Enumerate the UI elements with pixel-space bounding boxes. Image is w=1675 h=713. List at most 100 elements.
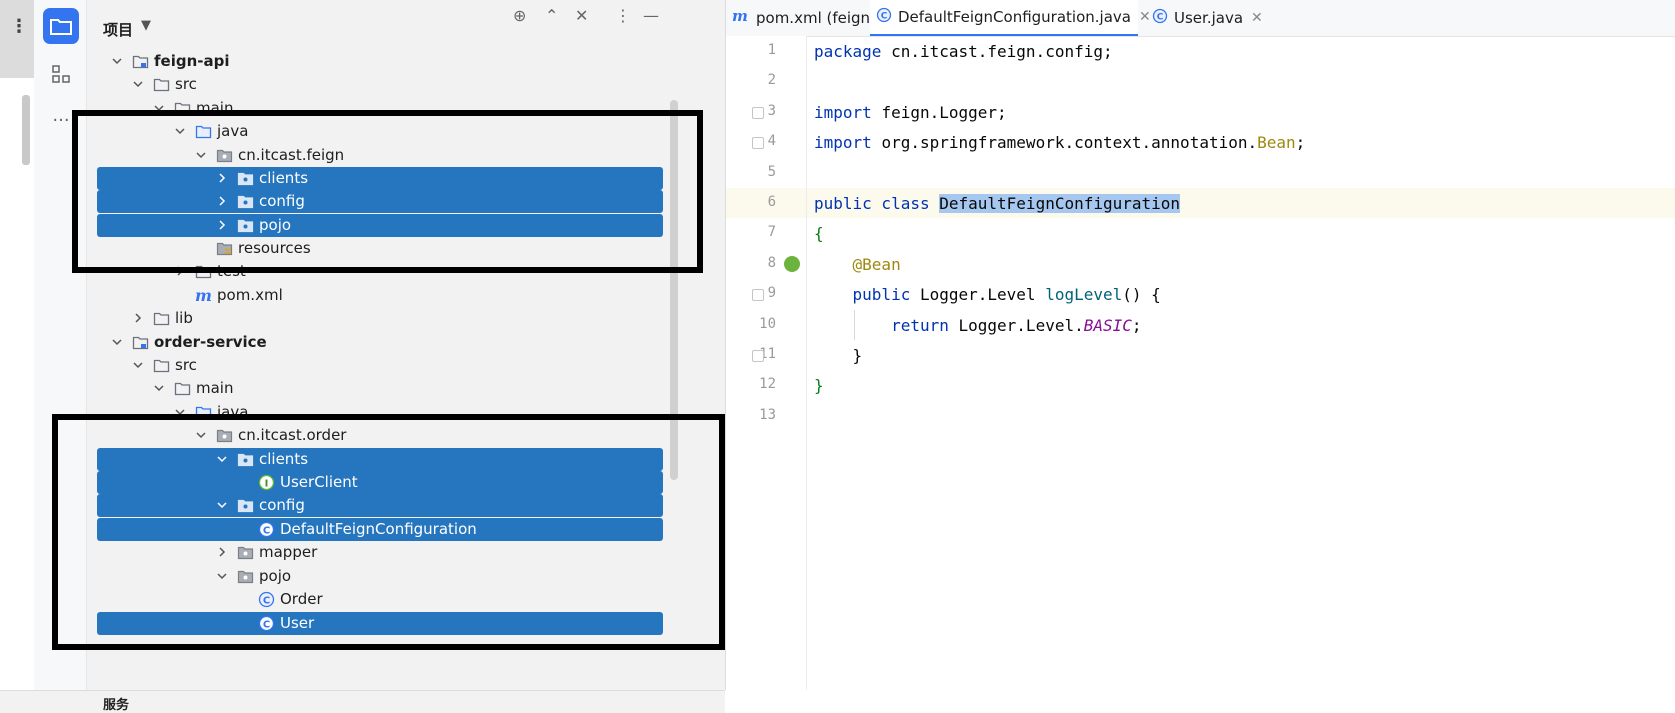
tree-item-label: pom.xml xyxy=(217,286,283,304)
code-line[interactable]: { xyxy=(807,218,1675,248)
interface-icon: I xyxy=(258,474,275,491)
project-panel-title[interactable]: 项目 xyxy=(103,21,134,39)
tree-item[interactable]: main xyxy=(87,97,725,120)
spring-bean-icon[interactable] xyxy=(784,256,800,272)
chevron-right-icon[interactable] xyxy=(216,193,228,209)
services-panel-title[interactable]: 服务 xyxy=(103,698,130,713)
package-icon xyxy=(237,217,254,234)
tree-item[interactable]: clients xyxy=(87,448,725,471)
code-line[interactable]: package cn.itcast.feign.config; xyxy=(807,36,1675,66)
class-icon: C xyxy=(1152,8,1168,28)
chevron-down-icon[interactable] xyxy=(111,53,123,69)
code-line-text: import feign.Logger; xyxy=(814,103,1007,122)
expand-all-icon[interactable]: ⌃ xyxy=(545,6,559,25)
options-icon[interactable]: ⋮ xyxy=(615,6,631,25)
code-line[interactable] xyxy=(807,401,1675,431)
tree-item[interactable]: config xyxy=(87,190,725,213)
tree-item[interactable]: pojo xyxy=(87,214,725,237)
fold-marker-icon[interactable] xyxy=(752,137,764,149)
tree-item[interactable]: order-service xyxy=(87,331,725,354)
resources-folder-icon xyxy=(216,240,233,257)
fold-marker-icon[interactable] xyxy=(752,350,764,362)
chevron-down-icon[interactable] xyxy=(195,427,207,443)
chevron-down-icon[interactable] xyxy=(153,380,165,396)
class-icon: C xyxy=(876,7,892,27)
code-line[interactable]: } xyxy=(807,370,1675,400)
chevron-down-icon[interactable] xyxy=(216,451,228,467)
tree-item[interactable]: mapper xyxy=(87,541,725,564)
code-line[interactable]: import feign.Logger; xyxy=(807,97,1675,127)
code-line[interactable]: public class DefaultFeignConfiguration xyxy=(807,188,1675,218)
chevron-right-icon[interactable] xyxy=(132,310,144,326)
class-icon: C xyxy=(258,615,275,632)
chevron-right-icon[interactable] xyxy=(216,544,228,560)
close-icon[interactable]: ✕ xyxy=(1251,10,1263,26)
tree-item[interactable]: src xyxy=(87,73,725,96)
tree-item[interactable]: config xyxy=(87,494,725,517)
background-scrollbar[interactable] xyxy=(22,95,30,165)
indent-guide xyxy=(854,310,855,340)
code-token: Logger.Level xyxy=(919,285,1046,304)
hide-panel-icon[interactable]: — xyxy=(643,6,659,25)
tree-item[interactable]: main xyxy=(87,377,725,400)
structure-icon[interactable] xyxy=(43,56,79,92)
tree-item[interactable]: lib xyxy=(87,307,725,330)
tree-item[interactable]: feign-api xyxy=(87,50,725,73)
tree-item[interactable]: src xyxy=(87,354,725,377)
code-line[interactable]: import org.springframework.context.annot… xyxy=(807,127,1675,157)
code-editor[interactable]: package cn.itcast.feign.config; import fe… xyxy=(807,36,1675,690)
tree-item[interactable]: clients xyxy=(87,167,725,190)
more-vertical-icon[interactable]: ⋮ xyxy=(10,16,28,37)
chevron-down-icon[interactable] xyxy=(195,147,207,163)
chevron-down-icon[interactable] xyxy=(174,404,186,420)
chevron-down-icon[interactable] xyxy=(132,357,144,373)
chevron-down-icon[interactable] xyxy=(111,334,123,350)
tree-item[interactable]: resources xyxy=(87,237,725,260)
tree-item[interactable]: cn.itcast.feign xyxy=(87,144,725,167)
close-icon[interactable]: ✕ xyxy=(1138,9,1151,25)
tree-item[interactable]: cn.itcast.order xyxy=(87,424,725,447)
chevron-down-icon[interactable] xyxy=(216,568,228,584)
tree-item[interactable]: test xyxy=(87,260,725,283)
tree-item[interactable]: java xyxy=(87,120,725,143)
code-token: Logger.Level. xyxy=(958,316,1084,335)
code-token: feign.Logger; xyxy=(881,103,1007,122)
code-token: package xyxy=(814,42,892,61)
fold-marker-icon[interactable] xyxy=(752,107,764,119)
more-horizontal-icon[interactable]: ··· xyxy=(52,109,70,131)
tree-item[interactable]: java xyxy=(87,401,725,424)
code-line[interactable] xyxy=(807,66,1675,96)
chevron-right-icon[interactable] xyxy=(216,170,228,186)
module-folder-icon xyxy=(132,334,149,351)
project-tree-scrollbar[interactable] xyxy=(670,100,678,480)
chevron-down-icon[interactable]: ▼ xyxy=(141,18,151,33)
tree-item[interactable]: pojo xyxy=(87,565,725,588)
code-line-text: @Bean xyxy=(814,255,901,274)
chevron-down-icon[interactable] xyxy=(132,76,144,92)
fold-marker-icon[interactable] xyxy=(752,289,764,301)
chevron-down-icon[interactable] xyxy=(153,100,165,116)
code-line[interactable]: return Logger.Level.BASIC; xyxy=(807,310,1675,340)
chevron-right-icon[interactable] xyxy=(216,217,228,233)
chevron-right-icon[interactable] xyxy=(174,263,186,279)
chevron-down-icon[interactable] xyxy=(174,123,186,139)
chevron-down-icon[interactable] xyxy=(216,497,228,513)
code-line[interactable] xyxy=(807,158,1675,188)
code-line[interactable]: } xyxy=(807,340,1675,370)
code-line[interactable]: @Bean xyxy=(807,249,1675,279)
collapse-all-icon[interactable]: ✕ xyxy=(575,6,589,25)
project-folder-icon[interactable] xyxy=(43,8,79,44)
module-folder-icon xyxy=(132,53,149,70)
tree-item-label: clients xyxy=(259,169,309,187)
locate-icon[interactable]: ⊕ xyxy=(513,6,527,25)
code-line[interactable]: public Logger.Level logLevel() { xyxy=(807,279,1675,309)
